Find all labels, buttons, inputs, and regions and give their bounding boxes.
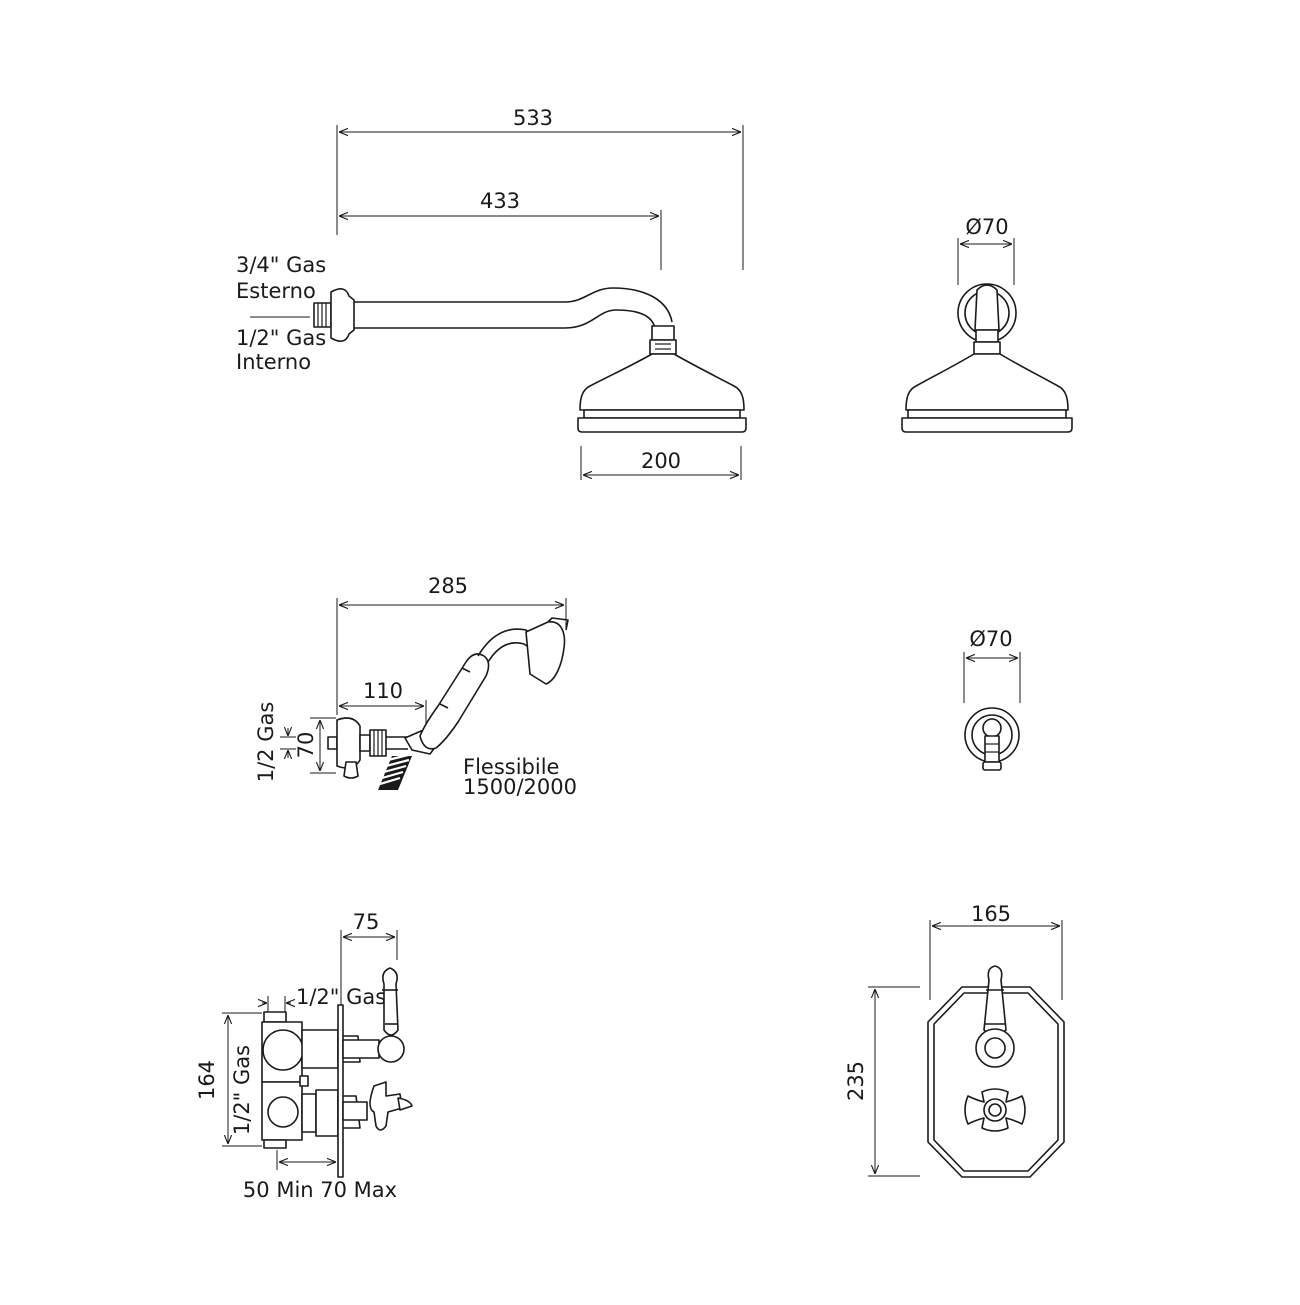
- conn-outer-label-1: 3/4" Gas: [236, 253, 326, 277]
- arm-collar-front: [975, 329, 999, 343]
- hose-label-2: 1500/2000: [463, 775, 577, 799]
- hand-shower-head: [525, 621, 566, 685]
- dim-flange-label: Ø70: [965, 215, 1008, 239]
- shower-head-face: [577, 417, 747, 433]
- hose-label-1: Flessibile: [463, 755, 559, 779]
- hand-shower-handle: [419, 653, 490, 750]
- shower-head-bell: [579, 353, 745, 411]
- outlet-holder-tip: [343, 761, 359, 779]
- conn-outer-label-2: Esterno: [236, 279, 316, 303]
- upper-cartridge: [262, 1029, 304, 1071]
- wall-plate-bevel: [933, 992, 1059, 1172]
- shower-head-bell-front: [905, 353, 1069, 411]
- shower-arm-bottom: [354, 309, 656, 329]
- dim-wall-depth-label: 50 Min 70 Max: [243, 1178, 397, 1202]
- dim-arm-label: 433: [480, 189, 520, 213]
- dim-head-label: 200: [641, 449, 681, 473]
- head-shower-front-view: Ø70: [901, 215, 1073, 433]
- wall-outlet-flange: [336, 717, 361, 769]
- upper-lever: [382, 967, 399, 1036]
- dim-valve-depth-label: 75: [353, 910, 380, 934]
- hand-shower-side-view: 285 110 70 1/2 Gas: [254, 574, 577, 799]
- hand-shower-face: [547, 617, 569, 631]
- flexible-hose: [378, 752, 413, 790]
- hand-conn-label: 1/2 Gas: [254, 702, 278, 783]
- upper-spindle-housing: [301, 1029, 339, 1069]
- thermostatic-valve-front-view: 165 235: [844, 902, 1065, 1178]
- dim-outlet-label: 110: [363, 679, 403, 703]
- wall-plate-profile: [337, 1004, 344, 1178]
- shower-head-rim: [583, 409, 741, 419]
- octagonal-wall-plate: [927, 986, 1065, 1178]
- outlet-nut-front: [982, 761, 1002, 771]
- lower-handle-stem: [342, 1101, 368, 1121]
- dim-outlet-flange-label: Ø70: [969, 627, 1012, 651]
- bottom-thread: [263, 1139, 287, 1149]
- dim-plate-height-label: 235: [844, 1061, 868, 1101]
- arm-collar: [651, 325, 675, 341]
- dim-hand-height-label: 70: [294, 732, 318, 759]
- conn-inner-label-2: Interno: [236, 350, 311, 374]
- lower-spindle-housing: [315, 1089, 339, 1137]
- top-thread: [263, 1011, 287, 1023]
- shower-head-rim-front: [907, 409, 1067, 419]
- outlet-elbow-front: [982, 718, 1002, 738]
- arm-elbow-front: [974, 284, 1000, 331]
- outlet-elbow: [359, 734, 371, 752]
- dim-plate-width-label: 165: [971, 902, 1011, 926]
- shower-arm-top: [354, 287, 673, 323]
- lower-cartridge: [267, 1096, 299, 1128]
- swivel-nut: [649, 339, 677, 355]
- swivel-nut-front: [973, 341, 1001, 355]
- valve-side-conn-label: 1/2" Gas: [230, 1045, 254, 1135]
- thermostatic-valve-side-view: 75 1/2" Gas 164 1/2" Gas: [195, 910, 413, 1202]
- dim-total-label: 533: [513, 106, 553, 130]
- dim-hand-total-label: 285: [428, 574, 468, 598]
- conn-inner-label-1: 1/2" Gas: [236, 326, 326, 350]
- upper-handle-stem: [342, 1039, 380, 1059]
- hand-shower-neck: [477, 628, 535, 657]
- shower-head-face-front: [901, 417, 1073, 433]
- head-shower-side-view: 533 433 3/4" Gas Esterno 1/2" Gas Intern…: [236, 106, 747, 480]
- outlet-nozzle-front: [984, 735, 1000, 763]
- cross-handle-cap: [988, 1103, 1002, 1117]
- upper-handle-center: [984, 1037, 1006, 1059]
- outlet-thread: [327, 736, 338, 750]
- upper-handle-boss: [377, 1035, 405, 1063]
- hand-shower-outlet-front-view: Ø70: [963, 627, 1021, 771]
- lower-cross-handle: [369, 1081, 403, 1131]
- wall-flange: [330, 288, 355, 342]
- dim-valve-height-label: 164: [195, 1060, 219, 1100]
